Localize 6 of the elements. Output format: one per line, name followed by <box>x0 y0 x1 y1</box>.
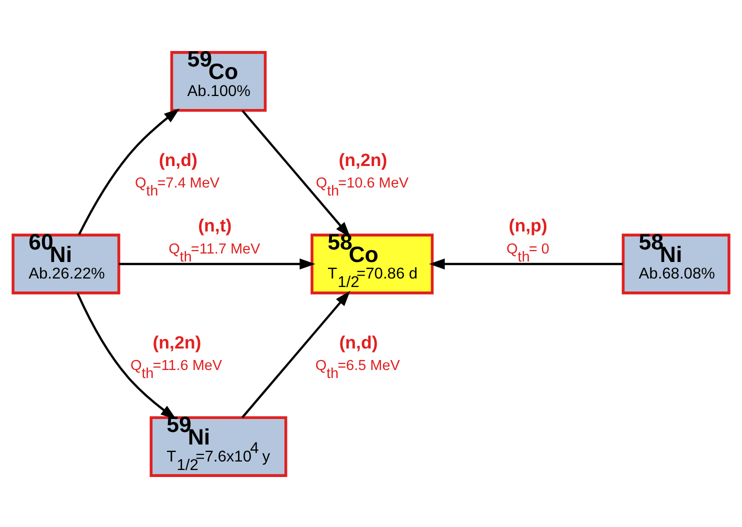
arrow <box>118 258 316 269</box>
arrow <box>429 258 623 269</box>
arrow <box>78 108 180 235</box>
arrow <box>76 292 176 419</box>
arrow <box>241 290 350 418</box>
arrow <box>242 109 350 237</box>
